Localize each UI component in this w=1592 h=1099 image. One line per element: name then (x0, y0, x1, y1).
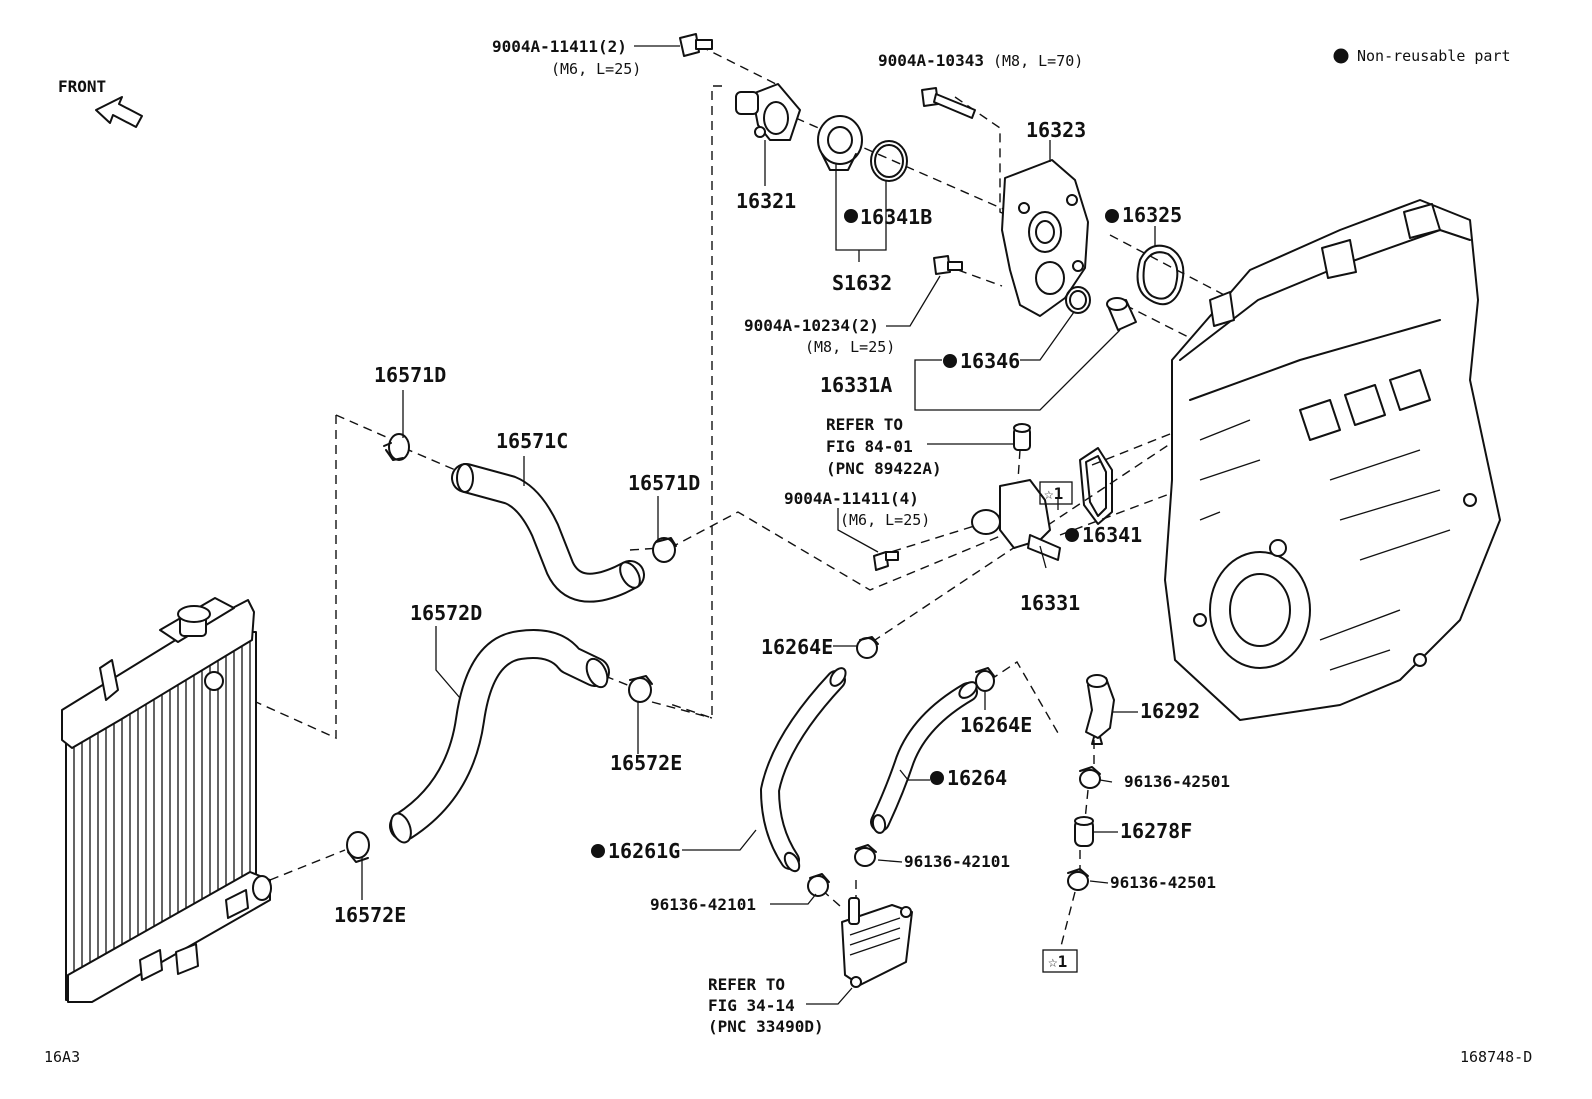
label-clamp-96136-42501-top: 96136-42501 (1124, 772, 1230, 791)
label-gasket-16341b: 16341B (860, 205, 932, 229)
label-bolt-m6-4-spec: (M6, L=25) (840, 511, 930, 529)
label-bolt-m8-70: 9004A-10343 (878, 51, 984, 70)
label-clamp-96136-42101-right: 96136-42101 (904, 852, 1010, 871)
figure-code-right: 168748-D (1460, 1048, 1532, 1066)
water-outlet-16321-shape (735, 83, 801, 141)
oil-cooler-shape (841, 897, 913, 988)
label-cooler-ref-1: REFER TO (708, 975, 785, 994)
gasket-16341-shape (1079, 447, 1113, 525)
hose-16261g-shape (760, 667, 847, 873)
pipe-16331a-shape (1106, 297, 1137, 331)
clamp-16264e-left-shape (856, 636, 879, 659)
bolt-m6-4-shape (873, 551, 899, 571)
front-indicator: FRONT (58, 77, 143, 128)
label-housing-16323: 16323 (1026, 118, 1086, 142)
label-clamp-96136-42501-bottom: 96136-42501 (1110, 873, 1216, 892)
label-clamp-16571d-right: 16571D (628, 471, 700, 495)
nonreusable-dot-16325-icon (1105, 209, 1119, 223)
label-bolt-m6-4: 9004A-11411(4) (784, 489, 919, 508)
label-water-outlet: 16321 (736, 189, 796, 213)
label-clamp-16572e-left: 16572E (334, 903, 406, 927)
label-sensor-ref-3: (PNC 89422A) (826, 459, 942, 478)
star-ref-top-box (1039, 481, 1073, 505)
label-pipe-16331a: 16331A (820, 373, 892, 397)
radiator (61, 597, 272, 1003)
label-gasket-16341: 16341 (1082, 523, 1142, 547)
oring-16346-shape (1065, 286, 1091, 314)
legend-text: Non-reusable part (1357, 47, 1511, 65)
nonreusable-dot-16264-icon (930, 771, 944, 785)
front-label: FRONT (58, 77, 106, 96)
assembly-dashed-lines (255, 45, 1231, 951)
label-sensor-ref-2: FIG 84-01 (826, 437, 913, 456)
label-clamp-16572e-right: 16572E (610, 751, 682, 775)
label-clamp-16264e-left: 16264E (761, 635, 833, 659)
clamp-16571d-right-shape (652, 537, 677, 563)
nonreusable-dot-icon (1333, 48, 1349, 64)
legend: Non-reusable part (1333, 47, 1511, 65)
pipe-16292-shape (1085, 674, 1115, 745)
clamp-96136-42501-bottom-shape (1067, 868, 1089, 891)
gasket-16341b-shape (870, 140, 908, 182)
label-bolt-top: 9004A-11411(2) (492, 37, 627, 56)
hose-16264-shape (870, 681, 978, 834)
bolt-top-shape (679, 33, 713, 57)
front-arrow-icon (95, 96, 143, 128)
label-hose-16571c: 16571C (496, 429, 568, 453)
label-hose-16278f: 16278F (1120, 819, 1192, 843)
label-cooler-ref-2: FIG 34-14 (708, 996, 795, 1015)
thermostat-shape (817, 115, 863, 171)
bolt-m8-70-shape (921, 87, 976, 119)
label-hose-16261g: 16261G (608, 839, 680, 863)
label-star-ref-top: ☆1 (1044, 484, 1063, 503)
bolt-m8-25-shape (933, 255, 963, 275)
star-ref-bottom-box (1042, 949, 1078, 973)
label-oring-16346: 16346 (960, 349, 1020, 373)
hose-16571c-shape (451, 463, 645, 603)
clamp-16572e-right-shape (628, 675, 653, 703)
label-bolt-m8-25: 9004A-10234(2) (744, 316, 879, 335)
housing-16323-shape (1001, 159, 1089, 317)
engine-block (1164, 199, 1501, 721)
hose-16278f-shape (1074, 816, 1094, 847)
label-bolt-top-spec: (M6, L=25) (551, 60, 641, 78)
label-clamp-16264e-right: 16264E (960, 713, 1032, 737)
nonreusable-dot-16261g-icon (591, 844, 605, 858)
sensor-shape (1013, 423, 1031, 451)
label-cooler-ref-3: (PNC 33490D) (708, 1017, 824, 1036)
label-bolt-m8-25-spec: (M8, L=25) (805, 338, 895, 356)
label-clamp-16571d-left: 16571D (374, 363, 446, 387)
gasket-16325-shape (1136, 244, 1185, 306)
label-sensor-ref-1: REFER TO (826, 415, 903, 434)
label-bolt-m8-70-spec: (M8, L=70) (993, 52, 1083, 70)
leader-lines (361, 45, 1156, 1005)
clamp-96136-42101-left-shape (807, 873, 830, 897)
label-hose-16264: 16264 (947, 766, 1007, 790)
water-inlet-16331-shape (971, 479, 1061, 561)
nonreusable-dot-16341b-icon (844, 209, 858, 223)
label-star-ref-bottom: ☆1 (1048, 952, 1067, 971)
nonreusable-dot-16346-icon (943, 354, 957, 368)
clamp-16264e-right-shape (975, 667, 995, 692)
figure-code-left: 16A3 (44, 1048, 80, 1066)
label-thermostat-set: S1632 (832, 271, 892, 295)
clamp-96136-42501-top-shape (1079, 766, 1101, 789)
label-pipe-16292: 16292 (1140, 699, 1200, 723)
hose-16572d-shape (389, 629, 610, 844)
part-labels: 9004A-11411(2) (M6, L=25) 9004A-10343 (M… (334, 37, 1230, 1036)
clamp-16571d-left-shape (383, 433, 410, 461)
label-gasket-16325: 16325 (1122, 203, 1182, 227)
nonreusable-dot-16341-icon (1065, 528, 1079, 542)
label-clamp-96136-42101-left: 96136-42101 (650, 895, 756, 914)
clamp-16572e-left-shape (346, 831, 370, 863)
clamp-96136-42101-right-shape (854, 844, 877, 867)
label-water-inlet-16331: 16331 (1020, 591, 1080, 615)
label-hose-16572d: 16572D (410, 601, 482, 625)
